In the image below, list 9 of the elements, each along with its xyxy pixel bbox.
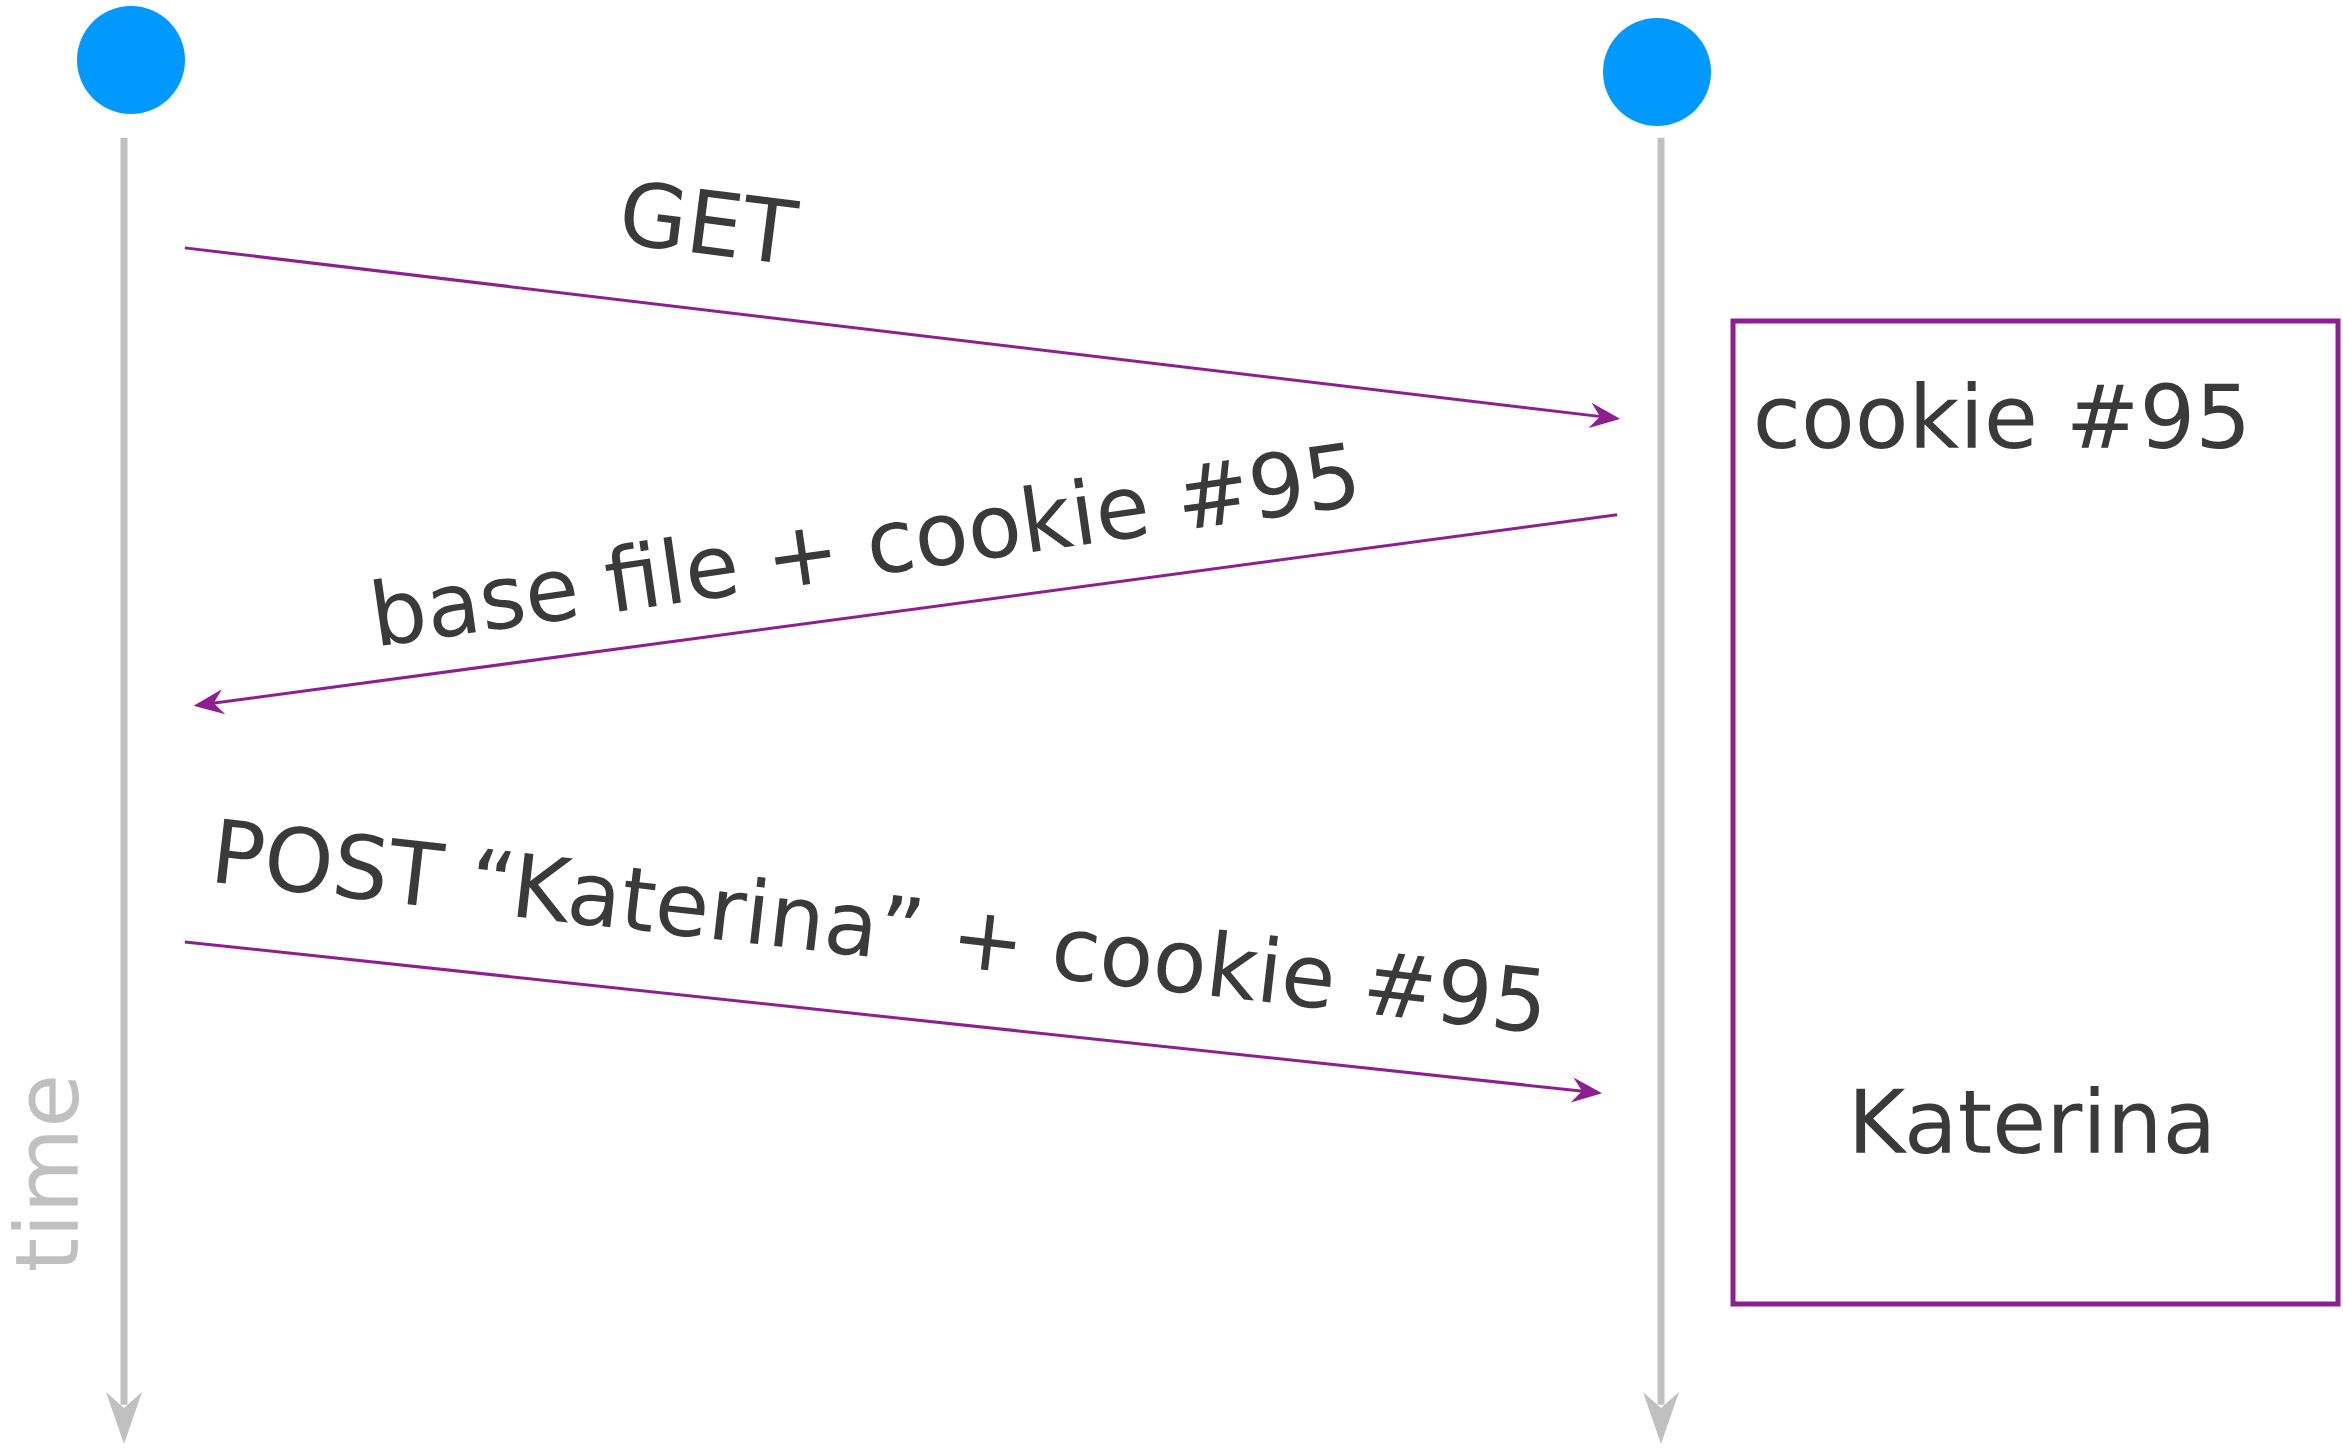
lifeline: [1643, 137, 1679, 1444]
axis-label: time: [11, 1078, 80, 1270]
edge-label: GET: [624, 182, 801, 263]
participant-circle: [1603, 18, 1711, 126]
participant-circle: [77, 6, 185, 114]
storage-box: cookie #95 Katerina: [1730, 318, 2341, 1307]
edge-label: base file + cookie #95: [373, 442, 1354, 646]
edge-label: POST “Katerina” + cookie #95: [217, 818, 1540, 1032]
lifeline: [106, 137, 142, 1444]
